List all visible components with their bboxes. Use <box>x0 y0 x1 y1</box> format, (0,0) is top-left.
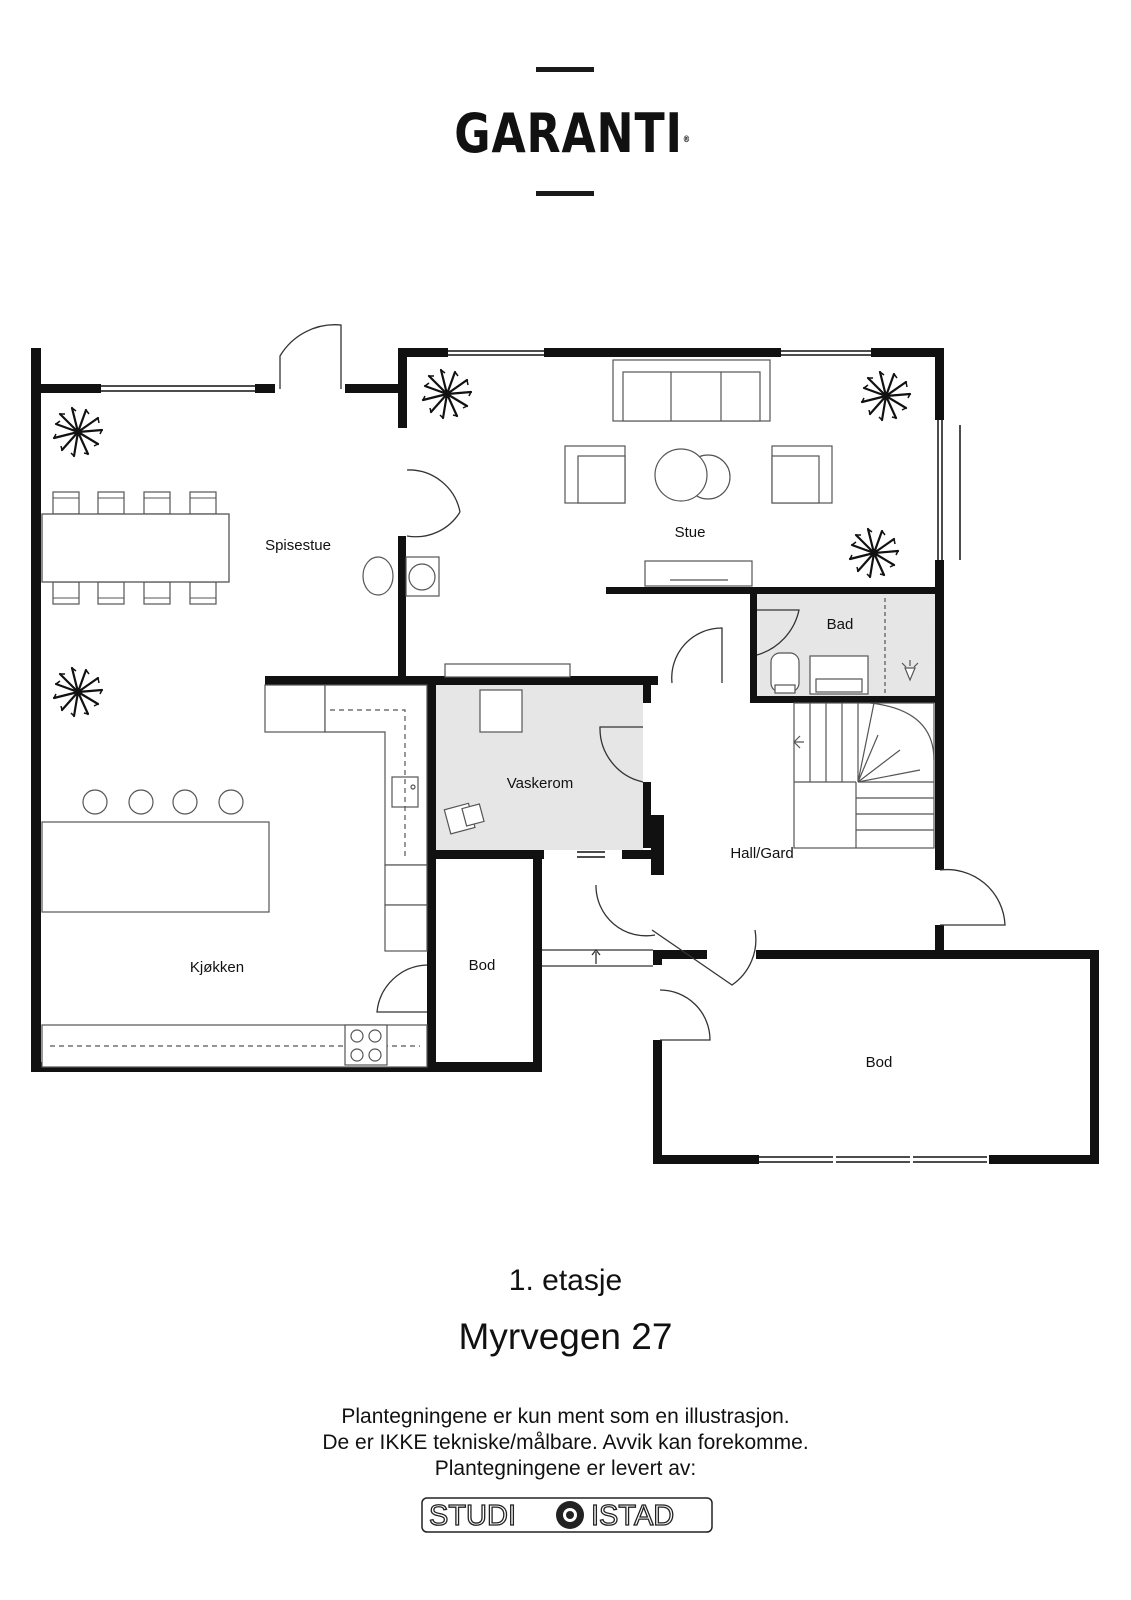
armchair-right <box>771 445 833 504</box>
brand-name: GARANTI <box>454 102 683 165</box>
sideboard <box>444 663 571 678</box>
bathroom-fixtures <box>770 598 919 695</box>
room-label-bad: Bad <box>826 616 854 633</box>
room-label-spisestue: Spisestue <box>265 537 331 554</box>
room-label-hall: Hall/Gard <box>730 845 794 862</box>
coffee-table <box>654 448 731 502</box>
disclaimer-line-2: De er IKKE tekniske/målbare. Avvik kan f… <box>322 1431 809 1454</box>
room-label-stue: Stue <box>674 524 706 541</box>
studio-logo-right: ISTAD <box>591 1500 674 1532</box>
disclaimer-line-1: Plantegningene er kun ment som en illust… <box>341 1405 790 1428</box>
stairs <box>793 702 935 849</box>
fireplace <box>405 556 440 597</box>
room-label-bod-small: Bod <box>468 957 496 974</box>
logo-bar-bottom <box>536 191 594 196</box>
studio-logo-left: STUDI <box>429 1500 516 1532</box>
studio-istad-logo: STUDI ISTAD <box>421 1497 713 1533</box>
windows <box>32 350 987 1163</box>
dining-table <box>41 491 230 605</box>
laundry-fixtures <box>443 689 523 835</box>
garanti-logo: GARANTI® <box>454 106 690 162</box>
sofa <box>612 359 771 422</box>
logo-bar-top <box>536 67 594 72</box>
room-label-bod-large: Bod <box>865 1054 893 1071</box>
disclaimer-line-3: Plantegningene er levert av: <box>434 1457 697 1480</box>
doors <box>279 324 1006 1041</box>
room-label-kjokken: Kjøkken <box>189 959 245 976</box>
entrance-steps <box>542 948 653 967</box>
armchair-left <box>564 445 626 504</box>
brand-reg: ® <box>682 135 691 145</box>
floor-label: 1. etasje <box>508 1264 623 1297</box>
tv-bench <box>644 560 753 587</box>
dining-chair-round <box>362 556 394 596</box>
address-title: Myrvegen 27 <box>458 1316 673 1357</box>
room-label-vaskerom: Vaskerom <box>506 775 574 792</box>
kitchen-counter <box>41 684 428 1068</box>
